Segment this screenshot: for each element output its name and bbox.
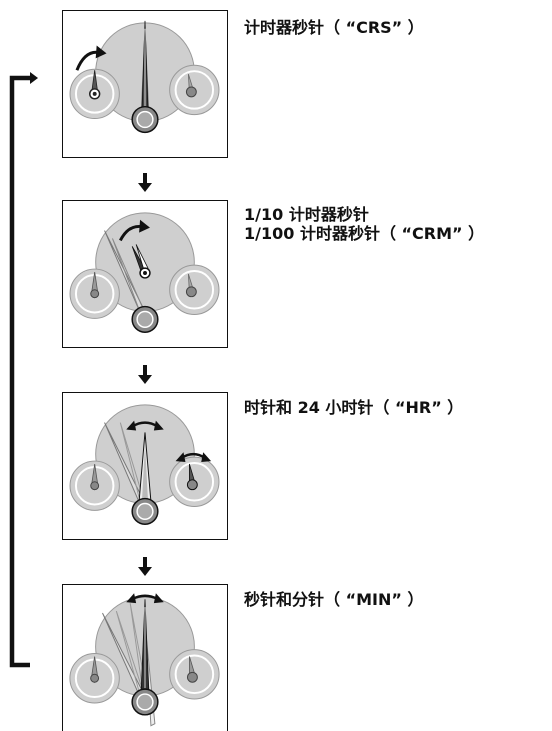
watch-diagram-crs: [62, 10, 228, 158]
step-label-line: 1/10 计时器秒针: [244, 205, 369, 224]
step-label-crs: 计时器秒针（ “CRS” ）: [244, 18, 424, 37]
watch-diagram-hr: [62, 392, 228, 540]
step-label-line: 计时器秒针（ “CRS” ）: [244, 18, 424, 37]
down-arrow: [138, 557, 152, 576]
step-label-min: 秒针和分针（ “MIN” ）: [244, 590, 423, 609]
cycle-return-arrow: [9, 72, 38, 668]
step-label-line: 秒针和分针（ “MIN” ）: [244, 590, 424, 609]
watch-diagram-min: [62, 584, 228, 731]
step-label-hr: 时针和 24 小时针（ “HR” ）: [244, 398, 463, 417]
down-arrow: [138, 365, 152, 384]
step-label-line: 1/100 计时器秒针（ “CRM” ）: [244, 224, 485, 243]
down-arrow: [138, 173, 152, 192]
step-label-crm: 1/10 计时器秒针 1/100 计时器秒针（ “CRM” ）: [244, 205, 484, 243]
watch-diagram-crm: [62, 200, 228, 348]
step-label-line: 时针和 24 小时针（ “HR” ）: [244, 398, 464, 417]
